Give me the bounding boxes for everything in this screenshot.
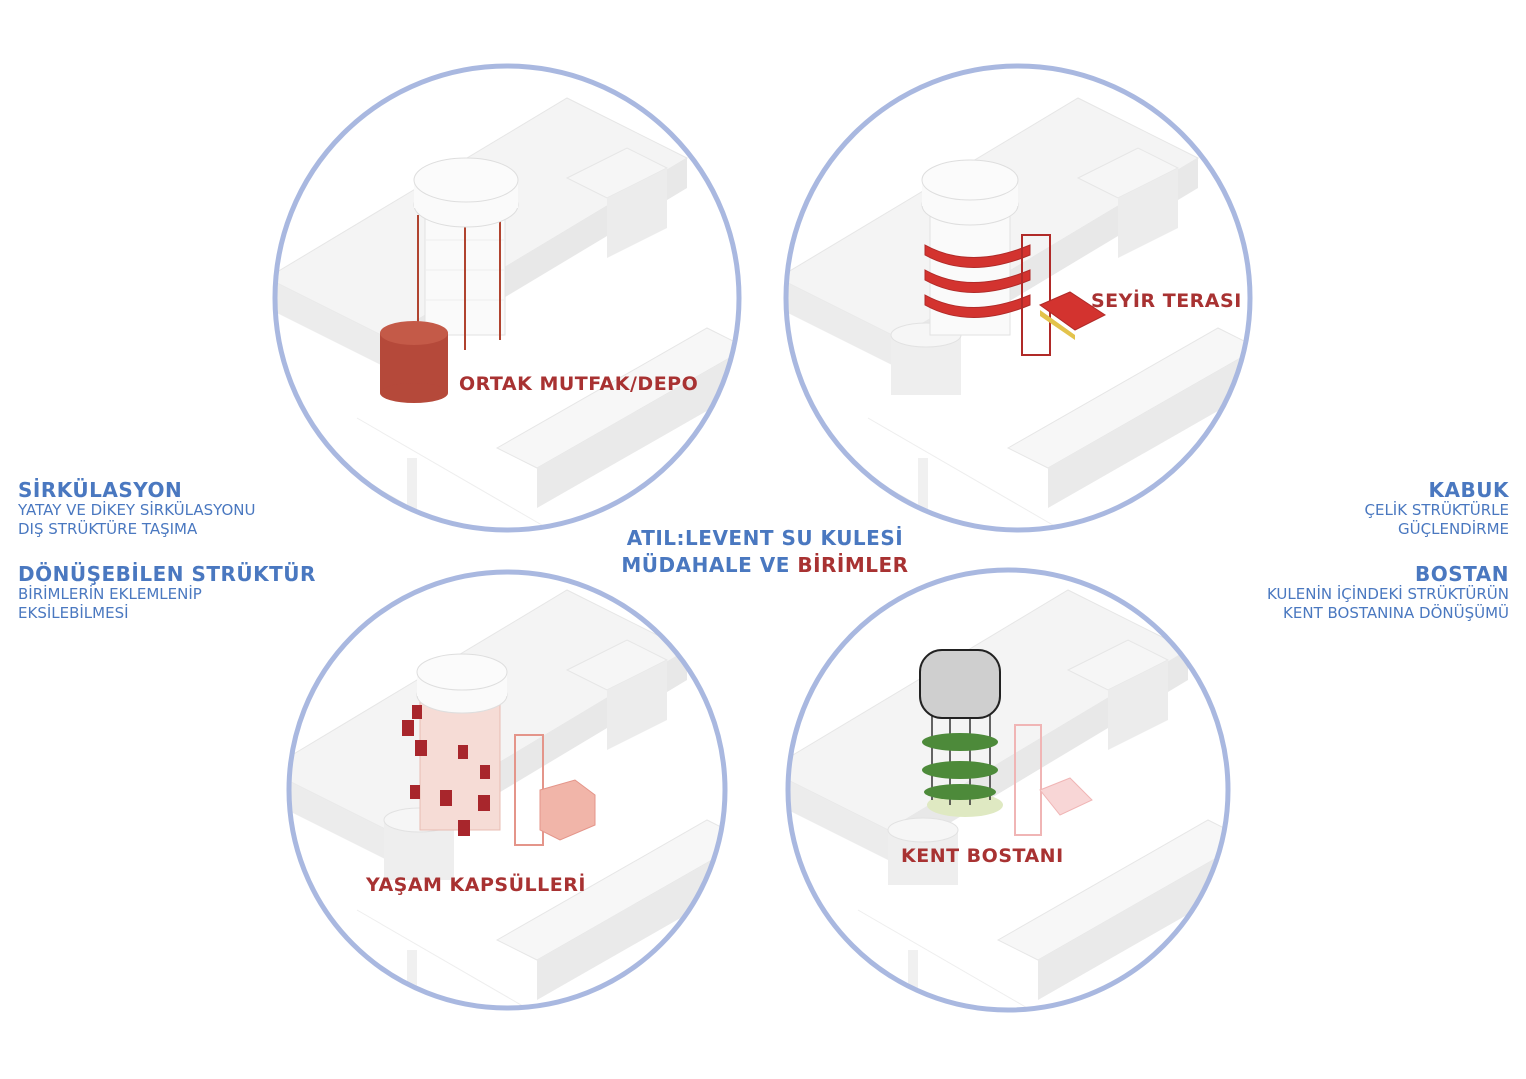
legend-line: GÜÇLENDİRME — [1398, 520, 1509, 538]
title-line-2-blue: MÜDAHALE VE — [621, 553, 798, 577]
steel-terraces — [924, 234, 1107, 356]
legend-garden: BOSTAN KULENİN İÇİNDEKİ STRÜKTÜRÜN KENT … — [1267, 563, 1509, 623]
legend-line: BİRİMLERİN EKLEMLENİP — [18, 585, 202, 603]
steel-frame — [1014, 724, 1093, 836]
water-tower — [416, 653, 508, 831]
urban-garden-tower — [919, 649, 1001, 805]
panel-terrace-scene — [786, 97, 1250, 529]
panel-circle — [785, 567, 1231, 1013]
panel-garden-scene — [788, 589, 1228, 1010]
title-line-2-red: BİRİMLER — [797, 553, 909, 577]
legend-line: KULENİN İÇİNDEKİ STRÜKTÜRÜN — [1267, 585, 1509, 603]
title-line-1: ATIL:LEVENT SU KULESİ — [626, 526, 904, 550]
panel-label-garden: KENT BOSTANI — [901, 845, 1064, 867]
water-tower — [413, 157, 519, 350]
life-capsules — [402, 705, 490, 836]
legend-line: KENT BOSTANINA DÖNÜŞÜMÜ — [1283, 604, 1509, 622]
panel-label-capsules: YAŞAM KAPSÜLLERİ — [366, 874, 586, 896]
panel-label-kitchen: ORTAK MUTFAK/DEPO — [459, 373, 699, 395]
legend-heading: SİRKÜLASYON — [18, 478, 183, 502]
title-line-2: MÜDAHALE VE BİRİMLER — [600, 552, 930, 579]
legend-heading: KABUK — [1428, 478, 1509, 502]
page-title: ATIL:LEVENT SU KULESİ MÜDAHALE VE BİRİML… — [600, 525, 930, 579]
panel-label-terrace: SEYİR TERASI — [1091, 290, 1242, 312]
panel-capsules-scene — [289, 589, 725, 1008]
panel-circle — [286, 569, 728, 1011]
legend-shell: KABUK ÇELİK STRÜKTÜRLE GÜÇLENDİRME — [1365, 479, 1510, 539]
legend-circulation: SİRKÜLASYON YATAY VE DİKEY SİRKÜLASYONU … — [18, 479, 255, 539]
legend-line: DIŞ STRÜKTÜRE TAŞIMA — [18, 520, 198, 538]
legend-heading: BOSTAN — [1415, 562, 1509, 586]
legend-line: YATAY VE DİKEY SİRKÜLASYONU — [18, 501, 256, 519]
panel-kitchen-scene — [275, 97, 739, 529]
legend-transformable-structure: DÖNÜŞEBİLEN STRÜKTÜR BİRİMLERİN EKLEMLEN… — [18, 563, 316, 623]
legend-heading: DÖNÜŞEBİLEN STRÜKTÜR — [18, 562, 316, 586]
panel-circle — [783, 63, 1253, 533]
kitchen-depot-volume — [380, 321, 448, 403]
steel-frame — [514, 734, 596, 846]
legend-line: EKSİLEBİLMESİ — [18, 604, 129, 622]
panel-circle — [272, 63, 742, 533]
legend-line: ÇELİK STRÜKTÜRLE — [1364, 501, 1510, 519]
